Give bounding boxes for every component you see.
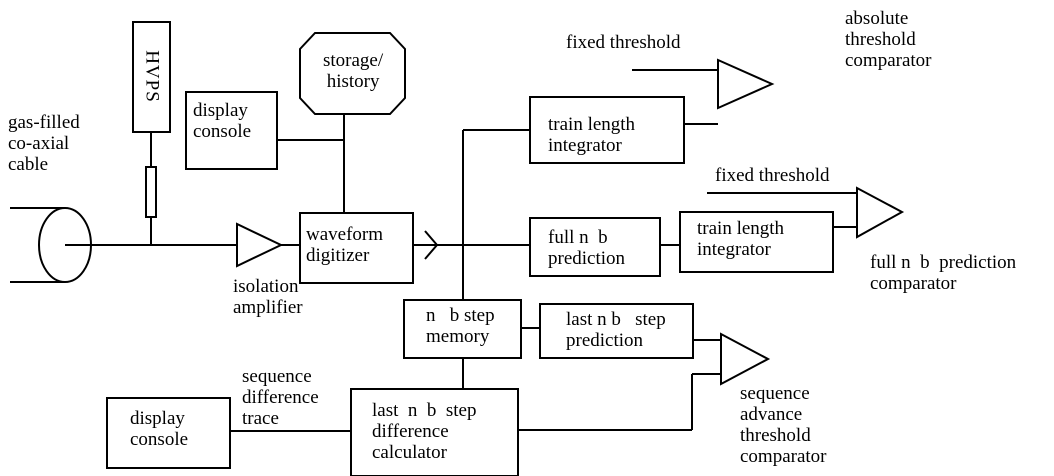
sequence-advance-comparator-label: sequence advance threshold comparator bbox=[740, 383, 827, 467]
hvps-label: HVPS bbox=[141, 50, 163, 103]
difference-calculator-box bbox=[350, 388, 519, 476]
sequence-advance-comparator-triangle bbox=[720, 332, 771, 386]
full-nb-comparator-label: full n b prediction comparator bbox=[870, 252, 1017, 294]
storage-label: storage/ history bbox=[323, 50, 384, 92]
arrow-chevron bbox=[424, 230, 439, 260]
resistor bbox=[145, 166, 157, 218]
difference-calculator-label: last n b step difference calculator bbox=[372, 400, 477, 463]
display-console-top-label: display console bbox=[193, 100, 252, 142]
full-nb-prediction-label: full n b prediction bbox=[548, 227, 626, 269]
display-console-top-box bbox=[185, 91, 278, 170]
display-console-bottom-box bbox=[106, 397, 231, 469]
isolation-amplifier-label: isolation amplifier bbox=[233, 276, 303, 318]
last-nb-step-prediction-label: last n b step prediction bbox=[566, 309, 666, 351]
train-length-integrator-1-box bbox=[529, 96, 685, 164]
train-length-integrator-2-label: train length integrator bbox=[697, 218, 785, 260]
last-nb-step-prediction-box bbox=[539, 303, 694, 359]
train-length-integrator-1-label: train length integrator bbox=[548, 114, 636, 156]
full-nb-prediction-box bbox=[529, 217, 661, 277]
digitizer-box bbox=[299, 212, 414, 284]
fixed-threshold-1-label: fixed threshold bbox=[566, 32, 681, 53]
fixed-threshold-2-label: fixed threshold bbox=[715, 165, 830, 186]
absolute-comparator-triangle bbox=[717, 58, 775, 110]
train-length-integrator-2-box bbox=[679, 211, 834, 273]
cable-cylinder bbox=[10, 207, 65, 283]
full-nb-comparator-triangle bbox=[856, 186, 905, 239]
cable-label: gas-filled co-axial cable bbox=[8, 112, 80, 175]
nb-step-memory-label: n b step memory bbox=[426, 305, 495, 347]
storage-octagon bbox=[299, 32, 406, 115]
isolation-amplifier-triangle bbox=[236, 222, 284, 268]
sequence-difference-trace-label: sequence difference trace bbox=[242, 366, 319, 429]
display-console-bottom-label: display console bbox=[130, 408, 189, 450]
waveform-digitizer-label: waveform digitizer bbox=[306, 224, 384, 266]
absolute-comparator-label: absolute threshold comparator bbox=[845, 8, 932, 71]
